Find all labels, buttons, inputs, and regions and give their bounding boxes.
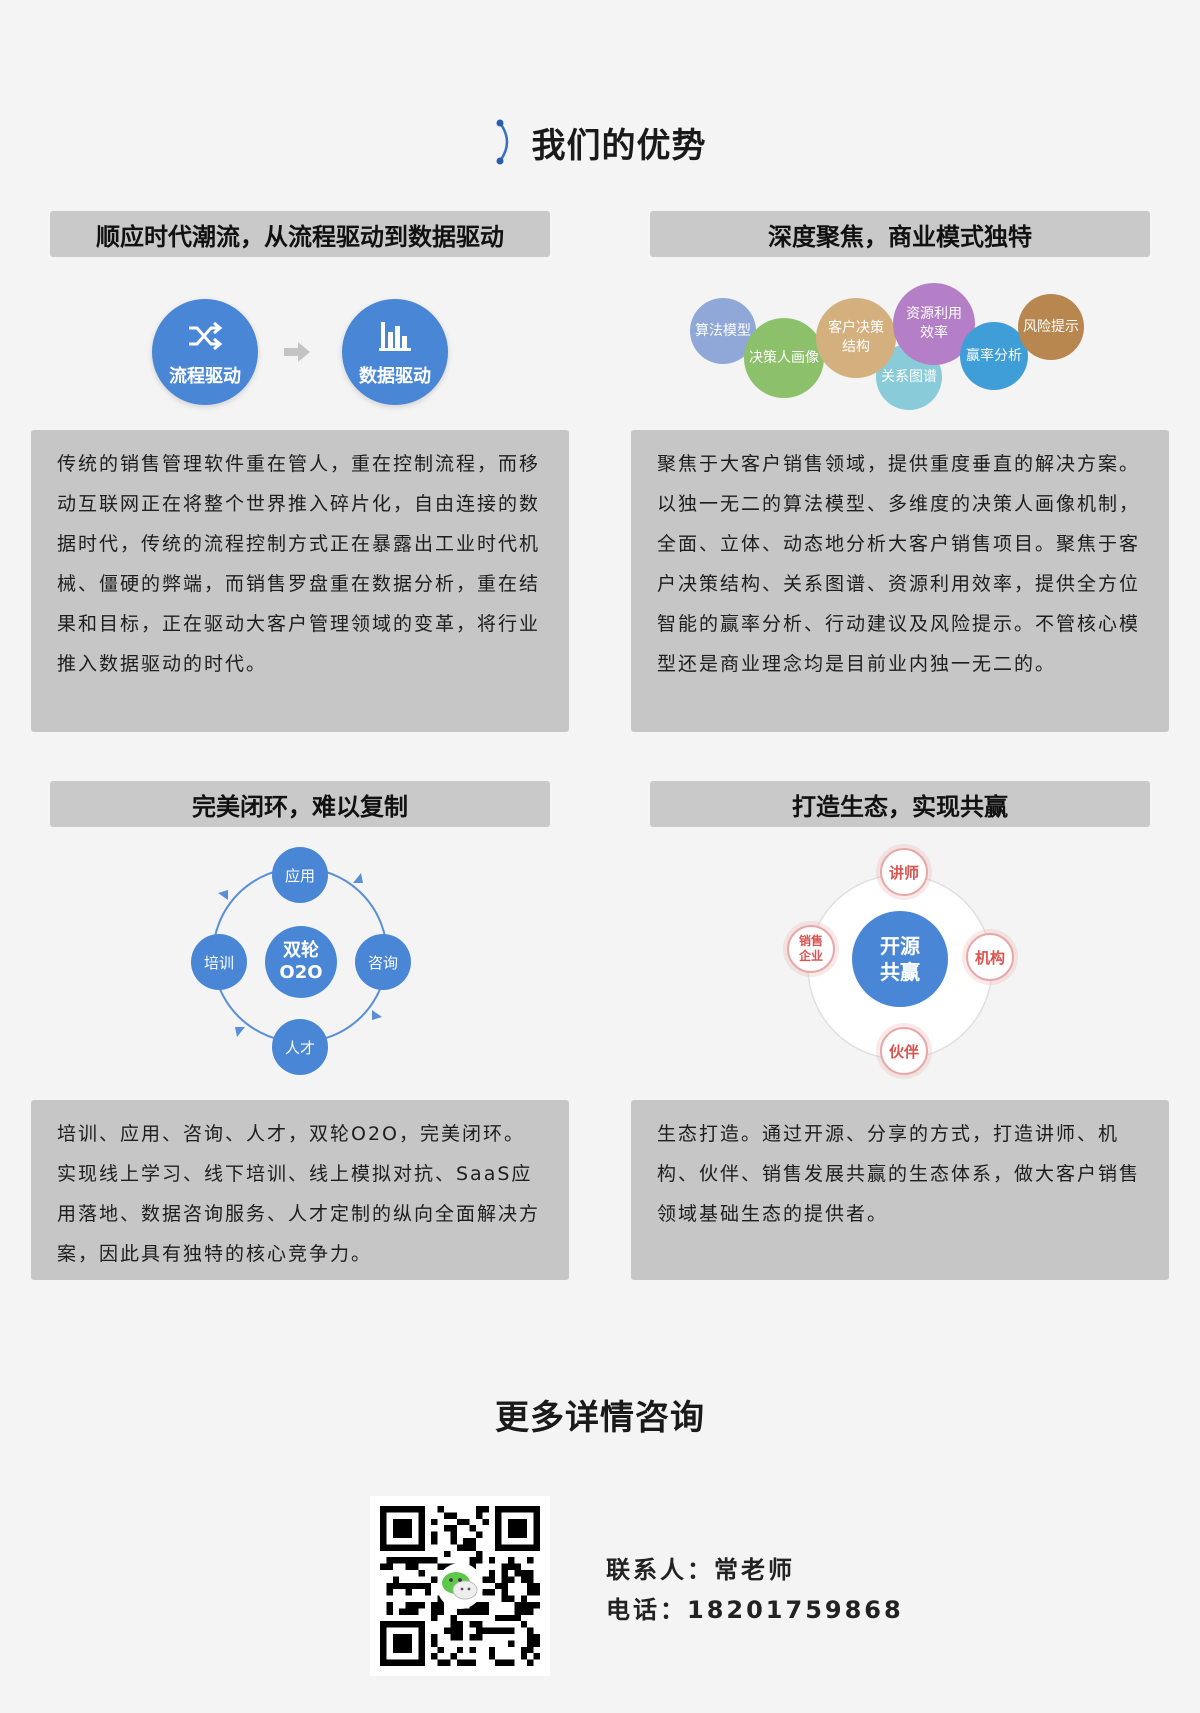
section2-body: 聚焦于大客户销售领域，提供重度垂直的解决方案。以独一无二的算法模型、多维度的决策… <box>631 430 1169 732</box>
shuffle-icon <box>189 321 223 351</box>
cycle-arrow-icon <box>372 1010 382 1020</box>
section4-header: 打造生态，实现共赢 <box>650 781 1150 827</box>
section2-header: 深度聚焦，商业模式独特 <box>650 211 1150 257</box>
section1-header: 顺应时代潮流，从流程驱动到数据驱动 <box>50 211 550 257</box>
cycle-arrow-icon <box>353 873 363 883</box>
bubble-algorithm-model: 算法模型 <box>690 298 756 364</box>
wechat-icon <box>437 1563 483 1609</box>
arrow-right-icon <box>284 342 310 362</box>
section4-body: 生态打造。通过开源、分享的方式，打造讲师、机构、伙伴、销售发展共赢的生态体系，做… <box>631 1100 1169 1280</box>
eco-node-sales-enterprise: 销售 企业 <box>787 925 835 973</box>
contact-title: 更多详情咨询 <box>495 1398 705 1438</box>
cycle-node-talent: 人才 <box>272 1019 328 1075</box>
eco-center-open-source: 开源 共赢 <box>852 911 948 1007</box>
cycle-arrow-icon <box>235 1027 245 1037</box>
qr-code-icon <box>380 1506 540 1666</box>
main-title: 我们的优势 <box>0 112 1200 172</box>
bar-chart-icon <box>379 322 411 351</box>
eco-node-lecturer: 讲师 <box>880 848 928 896</box>
cycle-node-application: 应用 <box>272 847 328 903</box>
contact-person: 联系人：常老师 <box>606 1556 795 1584</box>
section1-body: 传统的销售管理软件重在管人，重在控制流程，而移动互联网正在将整个世界推入碎片化，… <box>31 430 569 732</box>
eco-node-partner: 伙伴 <box>880 1027 928 1075</box>
bubble-win-rate-analysis: 赢率分析 <box>960 322 1028 390</box>
process-driven-circle: 流程驱动 <box>152 299 258 405</box>
title-bracket-icon <box>496 119 508 165</box>
page-title: 我们的优势 <box>531 125 707 166</box>
cycle-center-o2o: 双轮 O2O <box>265 926 337 998</box>
section3-body: 培训、应用、咨询、人才，双轮O2O，完美闭环。实现线上学习、线下培训、线上模拟对… <box>31 1100 569 1280</box>
eco-node-institution: 机构 <box>966 933 1014 981</box>
wechat-qr-code <box>370 1496 550 1676</box>
data-driven-circle: 数据驱动 <box>342 299 448 405</box>
cycle-node-training: 培训 <box>191 934 247 990</box>
bubble-customer-decision-structure: 客户决策结构 <box>816 298 896 378</box>
process-driven-label: 流程驱动 <box>169 366 241 387</box>
data-driven-label: 数据驱动 <box>359 366 431 387</box>
contact-phone: 电话：18201759868 <box>606 1596 904 1624</box>
bubble-risk-alert: 风险提示 <box>1018 294 1084 360</box>
section3-header: 完美闭环，难以复制 <box>50 781 550 827</box>
cycle-arrow-icon <box>218 890 228 900</box>
bubble-decision-maker-profile: 决策人画像 <box>744 318 824 398</box>
cycle-node-consulting: 咨询 <box>355 934 411 990</box>
